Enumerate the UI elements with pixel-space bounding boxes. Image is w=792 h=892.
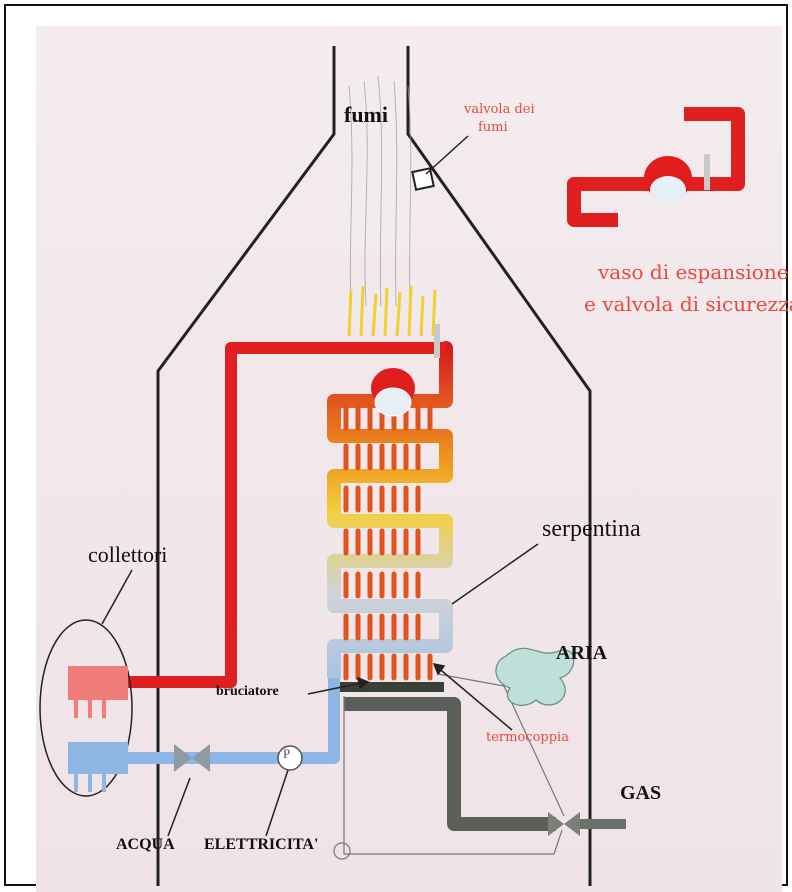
flue-valve <box>412 168 433 189</box>
pump-letter: P <box>283 746 290 762</box>
label-bruciatore: bruciatore <box>216 684 279 700</box>
image-frame: fumi valvola dei fumi vaso di espansione… <box>4 4 788 886</box>
serpentina-leader <box>452 544 538 604</box>
label-valvola-fumi-1: valvola dei <box>464 102 535 117</box>
label-valvola-fumi-2: fumi <box>478 120 508 135</box>
acqua-leader <box>168 778 190 836</box>
label-vaso-1: vaso di espansione <box>598 260 789 284</box>
burner-flame-rows <box>346 406 430 678</box>
label-gas: GAS <box>620 782 661 805</box>
label-collettori: collettori <box>88 542 167 568</box>
label-serpentina: serpentina <box>542 516 641 543</box>
boiler-diagram <box>6 6 790 888</box>
flames <box>349 286 435 336</box>
expansion-vessel-detail <box>574 114 738 220</box>
hot-collector-outlets <box>76 700 104 718</box>
expansion-vessel-coil-inner <box>375 388 411 416</box>
label-fumi: fumi <box>344 102 388 128</box>
hot-pipe-clip <box>434 324 440 358</box>
label-elettricita: ELETTRICITA' <box>204 836 318 854</box>
flue-valve-leader <box>426 136 468 174</box>
cold-collector <box>68 742 128 774</box>
label-aria: ARIA <box>556 642 607 665</box>
collector-leader <box>102 570 132 624</box>
gas-pipe <box>344 704 556 824</box>
hot-collector <box>68 666 128 700</box>
label-vaso-2: e valvola di sicurezza <box>584 292 792 316</box>
water-valve <box>174 744 210 772</box>
elettricita-leader <box>266 770 288 836</box>
label-termocoppia: termocoppia <box>486 730 569 745</box>
label-acqua: ACQUA <box>116 836 175 854</box>
cold-collector-outlets <box>76 774 104 792</box>
